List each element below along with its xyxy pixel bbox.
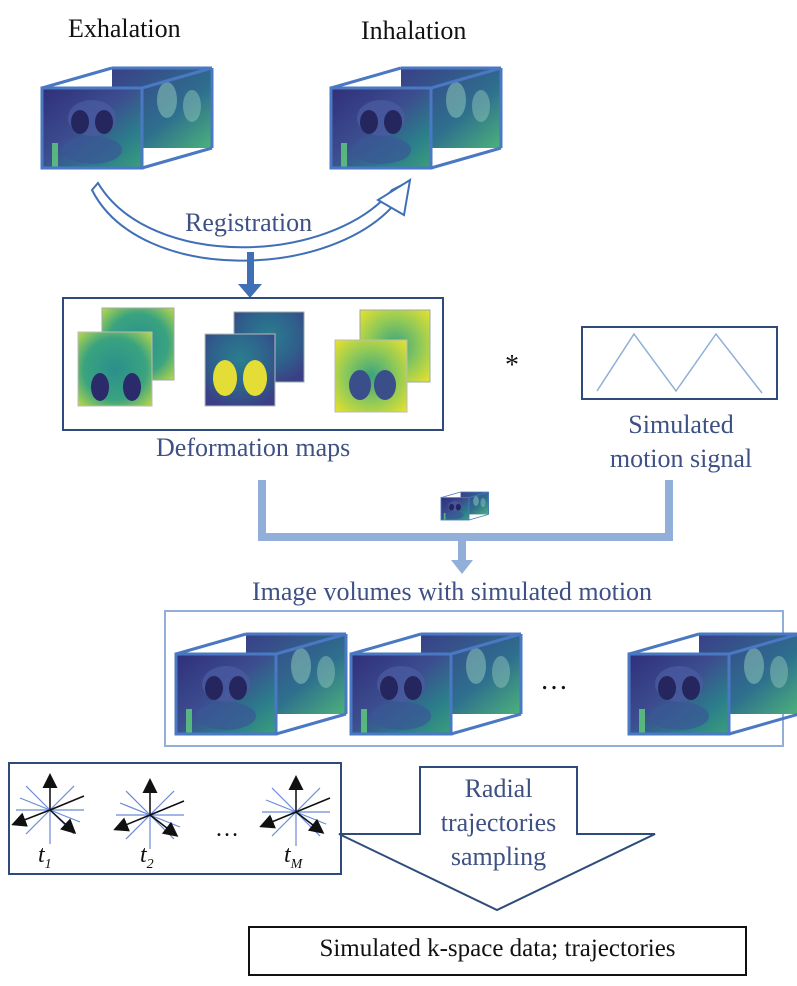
- t1-label: t1: [38, 842, 52, 872]
- output-box: [248, 926, 747, 976]
- registration-arrow: [90, 177, 412, 262]
- motion-volume-1: [176, 634, 346, 734]
- simulated-motion-label-line1: Simulated: [628, 410, 734, 439]
- tM-label: tM: [284, 842, 303, 872]
- registration-label: Registration: [185, 208, 313, 237]
- motion-signal-box: [581, 326, 778, 400]
- deformation-maps-label: Deformation maps: [156, 433, 351, 462]
- deformation-maps-box: [62, 297, 444, 431]
- radial-label-line3: sampling: [450, 842, 547, 871]
- trajectory-ellipsis: …: [215, 816, 239, 842]
- deformation-map-1: [77, 307, 175, 407]
- deformation-map-3: [334, 309, 431, 413]
- trajectory-star-3: [259, 775, 331, 847]
- exhalation-volume: [42, 68, 212, 168]
- sampling-arrow: [338, 766, 656, 912]
- deformation-map-2: [204, 311, 305, 407]
- inhalation-volume: [331, 68, 501, 168]
- volumes-ellipsis: …: [540, 665, 568, 696]
- small-volume-icon: [441, 492, 489, 520]
- convolution-symbol: *: [505, 350, 519, 381]
- trajectories-box: [8, 762, 342, 875]
- motion-volume-3: [629, 634, 797, 734]
- image-volumes-label: Image volumes with simulated motion: [252, 577, 653, 606]
- motion-signal-waveform: [596, 332, 763, 394]
- merge-connector: [258, 480, 673, 574]
- registration-down-arrow: [238, 252, 262, 298]
- inhalation-label: Inhalation: [361, 16, 467, 45]
- t2-label: t2: [140, 842, 154, 872]
- radial-label-line1: Radial: [464, 774, 533, 803]
- trajectory-star-2: [113, 778, 185, 850]
- radial-label-line2: trajectories: [440, 808, 557, 837]
- motion-volume-2: [351, 634, 521, 734]
- trajectory-star-1: [11, 773, 85, 845]
- output-label: Simulated k-space data; trajectories: [319, 935, 676, 962]
- simulated-motion-label-line2: motion signal: [609, 444, 753, 473]
- exhalation-label: Exhalation: [68, 14, 181, 43]
